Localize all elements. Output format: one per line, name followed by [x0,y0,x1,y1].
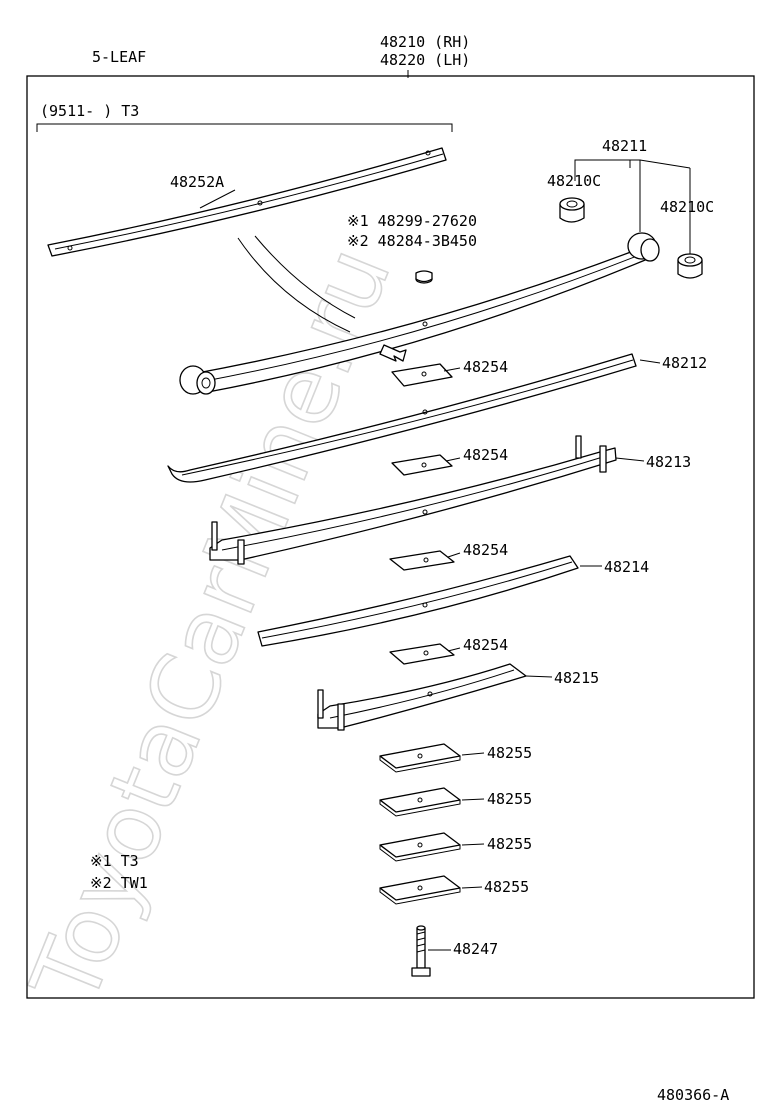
leaf-48212[interactable] [179,232,660,395]
label-liner-2[interactable]: 48254 [463,446,508,464]
label-48210c-right[interactable]: 48210C [660,198,714,216]
label-48210c-left[interactable]: 48210C [547,172,601,190]
legend-note-2: ※2 TW1 [90,874,148,892]
label-liner-4[interactable]: 48254 [463,636,508,654]
production-range-label: (9511- ) T3 [40,102,139,120]
bushing-left[interactable] [559,197,585,223]
spacer-2[interactable] [379,787,461,817]
label-spacer-4[interactable]: 48255 [484,878,529,896]
center-bolt[interactable] [411,925,431,977]
leaf-48252a[interactable] [47,147,447,257]
note-part-2[interactable]: ※2 48284-3B450 [347,232,477,250]
label-liner-1[interactable]: 48254 [463,358,508,376]
assembly-rh-label[interactable]: 48210 (RH) [380,33,470,51]
assembly-lh-label[interactable]: 48220 (LH) [380,51,470,69]
label-center-bolt[interactable]: 48247 [453,940,498,958]
liner-2[interactable] [391,454,453,476]
label-48211[interactable]: 48211 [602,137,647,155]
label-spacer-1[interactable]: 48255 [487,744,532,762]
label-liner-3[interactable]: 48254 [463,541,508,559]
leaf-48212-lower[interactable] [167,353,637,483]
label-48252a[interactable]: 48252A [170,173,224,191]
note-part-1[interactable]: ※1 48299-27620 [347,212,477,230]
spacer-3[interactable] [379,832,461,862]
liner-3[interactable] [389,550,455,571]
liner-4[interactable] [389,643,455,665]
label-spacer-2[interactable]: 48255 [487,790,532,808]
leaf-48215[interactable] [317,663,527,731]
spacer-4[interactable] [379,875,461,905]
liner-1[interactable] [391,363,453,387]
label-48212[interactable]: 48212 [662,354,707,372]
illustration-code: 480366-A [657,1086,729,1104]
spacer-1[interactable] [379,743,461,773]
small-washer-part[interactable] [415,270,433,284]
leaf-count-label: 5-LEAF [92,48,146,66]
label-spacer-3[interactable]: 48255 [487,835,532,853]
bushing-right[interactable] [677,253,703,279]
label-48213[interactable]: 48213 [646,453,691,471]
diagram-frame [26,75,755,999]
legend-note-1: ※1 T3 [90,852,139,870]
leaf-48213[interactable] [209,435,617,565]
label-48215[interactable]: 48215 [554,669,599,687]
leaf-48214[interactable] [257,555,579,647]
label-48214[interactable]: 48214 [604,558,649,576]
